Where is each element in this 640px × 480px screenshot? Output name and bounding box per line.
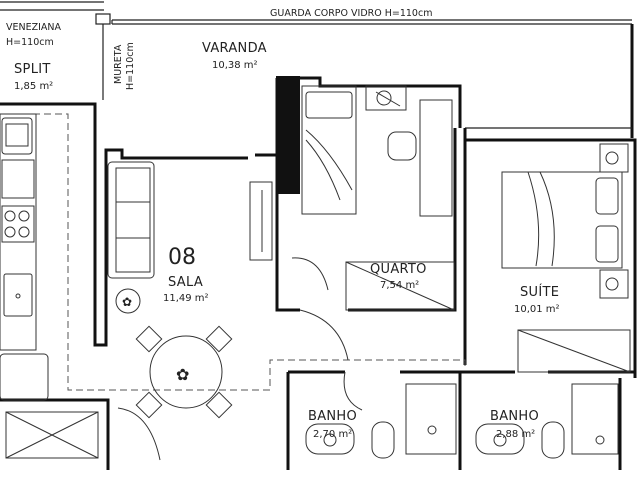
service-sink bbox=[5, 411, 99, 459]
dining-table: ✿ bbox=[135, 325, 233, 419]
mureta-label: MURETA bbox=[113, 44, 124, 84]
quarto-label: QUARTO bbox=[370, 262, 427, 277]
suite-label: SUÍTE bbox=[520, 284, 559, 300]
sala-area: 11,49 m² bbox=[163, 293, 209, 304]
varanda-area: 10,38 m² bbox=[212, 60, 258, 71]
wardrobe-block bbox=[276, 76, 300, 194]
varanda-label: VARANDA bbox=[202, 41, 267, 56]
sala-label: SALA bbox=[168, 275, 203, 290]
sofa bbox=[107, 161, 155, 279]
quarto-area: 7,54 m² bbox=[380, 280, 419, 291]
guard-rail-label: GUARDA CORPO VIDRO H=110cm bbox=[270, 8, 432, 19]
bathroom-fixtures bbox=[305, 383, 619, 459]
banho1-area: 2,70 m² bbox=[313, 429, 352, 440]
mureta-height: H=110cm bbox=[125, 42, 136, 90]
guard-rail bbox=[111, 19, 632, 25]
suite-furniture bbox=[501, 143, 631, 373]
banho1-label: BANHO bbox=[308, 409, 357, 424]
veneziana-frame bbox=[0, 1, 111, 100]
veneziana-label: VENEZIANA bbox=[6, 22, 62, 33]
walls bbox=[0, 76, 637, 470]
plant-icon bbox=[115, 288, 141, 314]
veneziana-height: H=110cm bbox=[6, 37, 54, 48]
svg-text:✿: ✿ bbox=[176, 365, 189, 384]
quarto-furniture bbox=[291, 85, 455, 311]
suite-area: 10,01 m² bbox=[514, 304, 560, 315]
split-area: 1,85 m² bbox=[14, 81, 53, 92]
tv-unit bbox=[249, 181, 273, 261]
ceiling-outline bbox=[0, 113, 466, 391]
kitchen bbox=[0, 113, 49, 401]
split-label: SPLIT bbox=[14, 62, 51, 77]
banho2-area: 2,88 m² bbox=[496, 429, 535, 440]
unit-number: 08 bbox=[168, 245, 196, 270]
banho2-label: BANHO bbox=[490, 409, 539, 424]
door-swings bbox=[117, 309, 363, 461]
plant-glyph: ✿ bbox=[122, 295, 132, 309]
